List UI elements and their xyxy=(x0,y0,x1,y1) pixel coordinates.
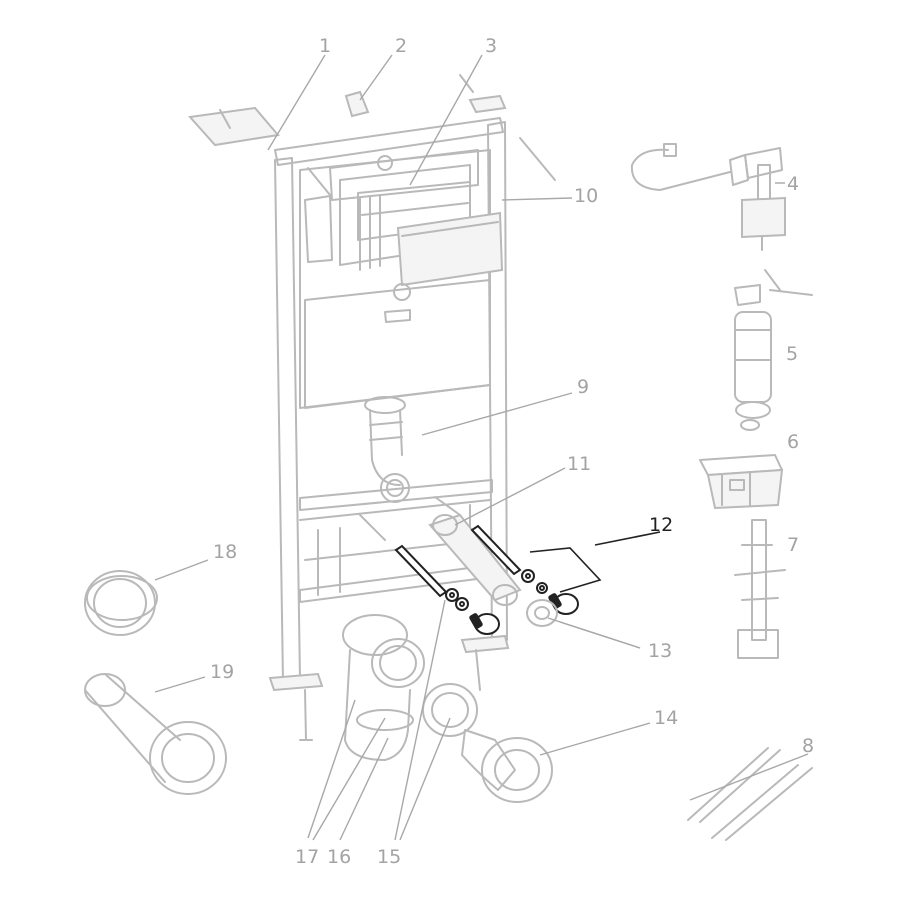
callout-19: 19 xyxy=(210,661,234,683)
part-18-ring xyxy=(84,570,158,636)
callout-6: 6 xyxy=(787,431,799,453)
callout-3: 3 xyxy=(485,35,497,57)
callout-12: 12 xyxy=(649,514,673,536)
cistern-body xyxy=(299,149,491,409)
part-5-flush-valve xyxy=(734,269,813,431)
callout-1: 1 xyxy=(319,35,331,57)
callout-15: 15 xyxy=(377,846,401,868)
part-7-overflow xyxy=(734,519,786,659)
callout-10: 10 xyxy=(574,185,598,207)
part-13-sleeve xyxy=(526,599,558,627)
callout-18: 18 xyxy=(213,541,237,563)
callout-17: 17 xyxy=(295,846,319,868)
part-4-fill-valve xyxy=(630,143,786,251)
callout-9: 9 xyxy=(577,376,589,398)
callout-13: 13 xyxy=(648,640,672,662)
part-19-connector xyxy=(84,673,227,795)
part-8-sticks xyxy=(687,747,813,841)
callout-14: 14 xyxy=(654,707,678,729)
part-16-elbow xyxy=(342,614,425,761)
part-9-drain-bend xyxy=(364,396,410,503)
part-11-rods xyxy=(359,496,522,606)
installation-frame xyxy=(188,94,510,692)
part-15-ring xyxy=(422,683,478,737)
callout-8: 8 xyxy=(802,735,814,757)
part-10-control-box xyxy=(384,211,504,323)
callout-numbers: 1 2 3 4 5 6 7 8 9 10 11 12 13 14 15 16 1… xyxy=(210,35,814,868)
callout-7: 7 xyxy=(787,534,799,556)
leader-lines xyxy=(154,54,809,841)
part-14-pan-connector xyxy=(461,729,553,803)
callout-11: 11 xyxy=(567,453,591,475)
bolts-and-screws xyxy=(219,74,556,741)
part-6-bracket xyxy=(699,454,784,510)
callout-2: 2 xyxy=(395,35,407,57)
callout-5: 5 xyxy=(786,343,798,365)
part-12-fixing-set xyxy=(394,524,579,635)
callout-16: 16 xyxy=(327,846,351,868)
callout-4: 4 xyxy=(787,173,799,195)
